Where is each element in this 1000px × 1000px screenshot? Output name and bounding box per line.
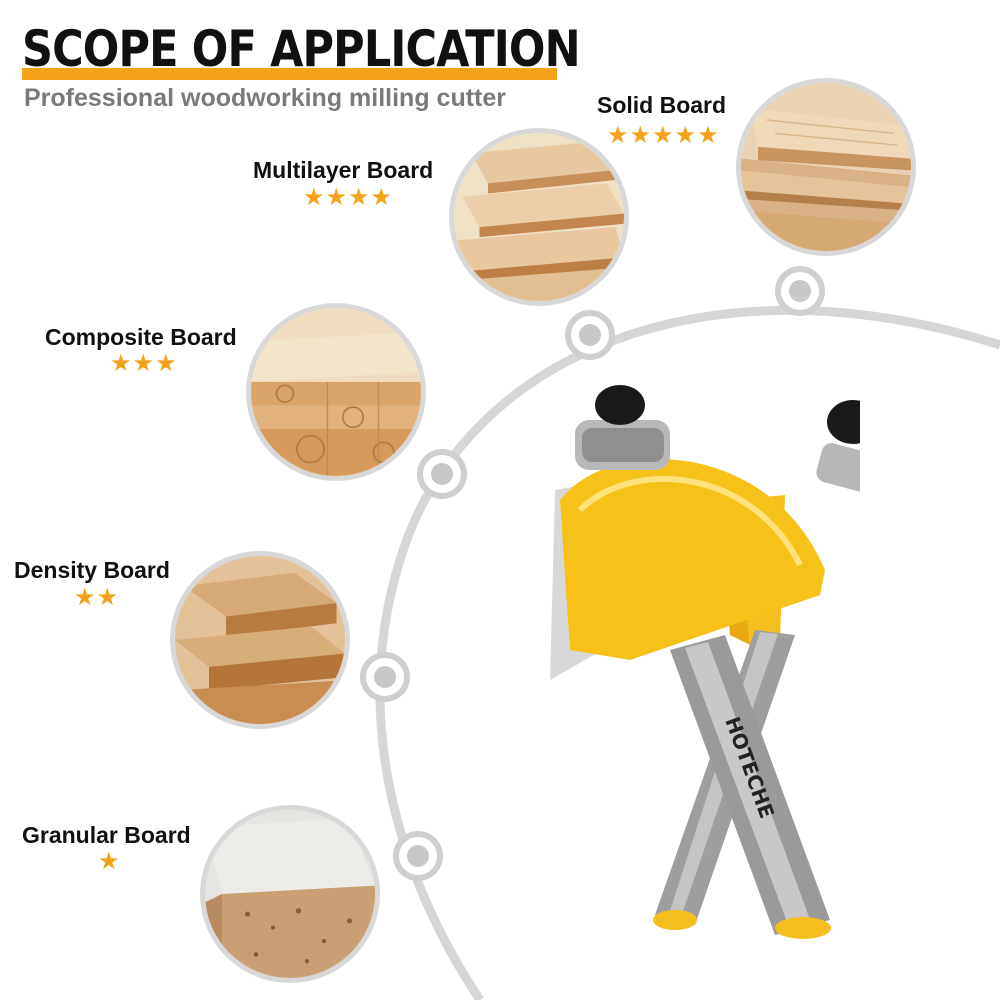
board-label-composite: Composite Board bbox=[45, 324, 237, 350]
page-subtitle: Professional woodworking milling cutter bbox=[24, 84, 506, 112]
star-rating-density: ★★ bbox=[74, 584, 120, 611]
star-rating-composite: ★★★ bbox=[110, 350, 178, 377]
arc-node bbox=[360, 652, 410, 702]
router-bits-illustration: HOTECHE bbox=[550, 385, 860, 939]
granular-board-photo bbox=[200, 805, 380, 983]
title-underline bbox=[22, 68, 557, 80]
board-label-granular: Granular Board bbox=[22, 822, 191, 848]
page-title: SCOPE OF APPLICATION bbox=[22, 20, 581, 78]
arc-node bbox=[775, 266, 825, 316]
arc-node bbox=[393, 831, 443, 881]
board-label-solid: Solid Board bbox=[597, 92, 727, 118]
board-label-density: Density Board bbox=[14, 557, 170, 583]
board-label-multilayer: Multilayer Board bbox=[253, 157, 434, 183]
multilayer-board-photo bbox=[449, 128, 629, 306]
star-rating-solid: ★★★★★ bbox=[607, 122, 720, 149]
composite-board-photo bbox=[246, 303, 426, 481]
arc-node bbox=[565, 310, 615, 360]
title-block: SCOPE OF APPLICATION bbox=[22, 20, 671, 80]
star-rating-granular: ★ bbox=[98, 848, 121, 875]
density-board-photo bbox=[170, 551, 350, 729]
arc-node bbox=[417, 449, 467, 499]
solid-board-photo bbox=[736, 78, 916, 256]
star-rating-multilayer: ★★★★ bbox=[303, 184, 394, 211]
router-bit-front bbox=[550, 385, 831, 939]
